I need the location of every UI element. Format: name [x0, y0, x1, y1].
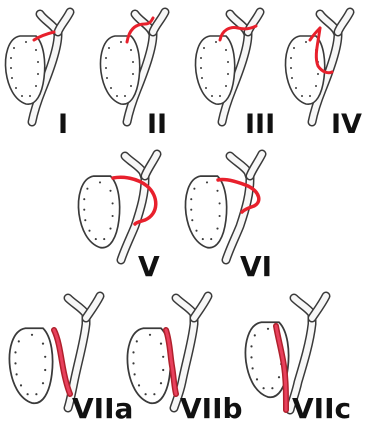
- variant-II-figure: [101, 12, 165, 122]
- variant-V-figure: [78, 154, 157, 260]
- variant-label-V: V: [138, 250, 160, 283]
- variant-label-VI: VI: [240, 250, 272, 283]
- variant-III-figure: [196, 12, 260, 122]
- variant-label-VIIb: VIIb: [180, 392, 243, 425]
- variant-label-VIIc: VIIc: [292, 392, 351, 425]
- variant-label-IV: IV: [331, 109, 362, 140]
- variant-IV-figure: [286, 12, 350, 122]
- variant-label-VIIa: VIIa: [72, 392, 133, 425]
- variant-label-III: III: [245, 109, 275, 140]
- variant-label-I: I: [58, 109, 68, 140]
- variant-I-figure: [6, 12, 70, 122]
- variant-VI-figure: [185, 154, 262, 260]
- variant-label-II: II: [147, 109, 167, 140]
